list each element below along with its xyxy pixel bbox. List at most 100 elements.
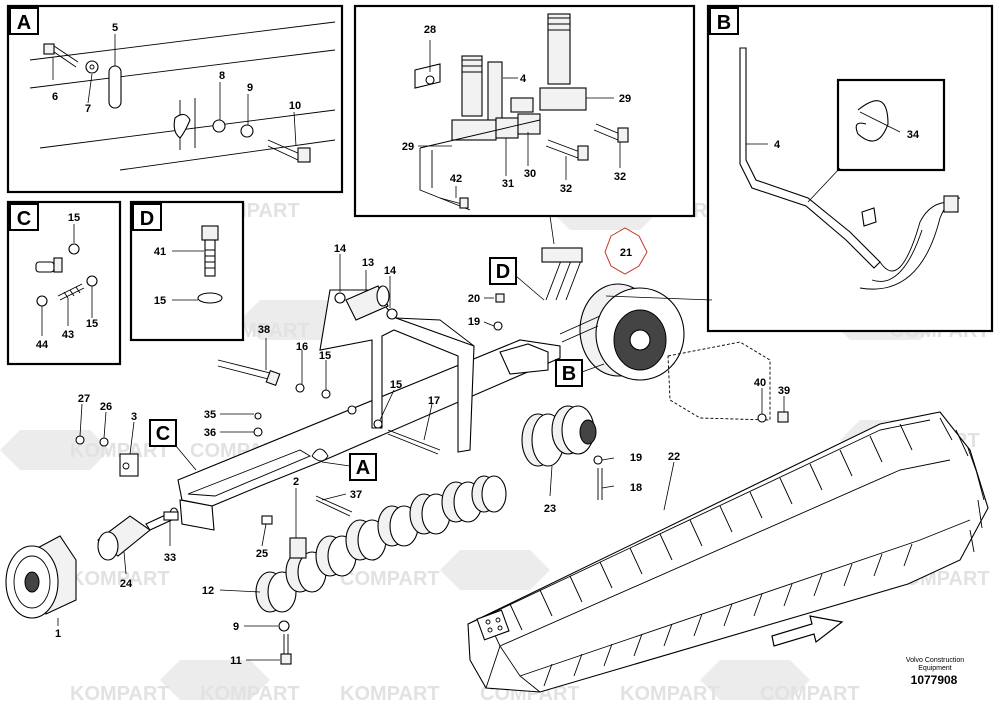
watermark-text: KOMPART (70, 440, 170, 462)
washer-44 (36, 295, 48, 307)
roller-guard-2 (289, 537, 307, 559)
callout-33: 33 (164, 552, 176, 564)
front-idler-1 (5, 535, 77, 619)
tag-a-box (349, 453, 377, 481)
callout-36: 36 (204, 427, 216, 439)
bolt-41 (201, 225, 219, 277)
callout-7: 7 (85, 103, 91, 115)
callout-29: 29 (619, 93, 631, 105)
detail-panel-b: B 4 34 (706, 4, 994, 333)
bolt-32-right (593, 123, 629, 143)
hose-pipe-left (461, 55, 483, 117)
watermark-row-6: KOMPART KOMPART KOMPART COMPART KOMPART … (70, 660, 860, 705)
bolt-32-center (545, 139, 589, 161)
callout-11: 11 (230, 655, 242, 667)
detail-b-inset-frame (836, 78, 946, 172)
bolt-17 (387, 429, 441, 455)
washer-15 (68, 243, 80, 255)
watermark-text: KOMPART (200, 683, 300, 705)
detail-d-tag: D (140, 208, 154, 230)
callout-4: 4 (520, 73, 527, 85)
tag-c: C (156, 423, 170, 445)
plate-3 (119, 453, 139, 477)
washer-9 (240, 124, 254, 138)
callout-15: 15 (390, 379, 402, 391)
cable-tie-34 (855, 100, 889, 142)
callout-27: 27 (78, 393, 90, 405)
bolt-42 (439, 197, 469, 209)
callout-20: 20 (468, 293, 480, 305)
callout-17: 17 (428, 395, 440, 407)
callout-30: 30 (524, 168, 536, 180)
callout-15: 15 (68, 212, 80, 224)
callout-18: 18 (630, 482, 642, 494)
callout-35: 35 (204, 409, 216, 421)
detail-c-tag: C (17, 208, 31, 230)
watermark-text: KOMPART (70, 683, 170, 705)
washer-15 (197, 292, 223, 304)
callout-25: 25 (256, 548, 268, 560)
detail-a-tag: A (17, 12, 31, 34)
callout-44: 44 (36, 339, 49, 351)
tag-d-box (489, 257, 517, 285)
tag-b-box (555, 359, 583, 387)
track-chain-22 (467, 411, 989, 693)
callout-9: 9 (247, 82, 253, 94)
callout-10: 10 (289, 100, 301, 112)
plate-5 (108, 65, 122, 109)
clamp-block (517, 113, 541, 135)
bolt-6 (43, 43, 79, 68)
washer-7 (85, 60, 99, 74)
detail-panel-a: A 6 7 5 8 9 10 (6, 4, 344, 194)
track-rollers-12 (255, 475, 507, 613)
callout-5: 5 (112, 22, 118, 34)
callout-12: 12 (202, 585, 214, 597)
bolt-10 (267, 139, 311, 163)
callout-28: 28 (424, 24, 436, 36)
bolt-37 (315, 495, 353, 517)
callout-40: 40 (754, 377, 766, 389)
credit-line-2: Equipment (918, 665, 952, 672)
clamp-block-top (510, 97, 534, 113)
tube-4 (487, 61, 503, 123)
callout-41: 41 (154, 246, 166, 258)
callout-16: 16 (296, 341, 308, 353)
callout-2: 2 (293, 476, 299, 488)
callout-32: 32 (614, 171, 626, 183)
callout-14: 14 (384, 265, 397, 277)
callout-4: 4 (774, 139, 781, 151)
callout-32: 32 (560, 183, 572, 195)
detail-c-tag-box (9, 203, 39, 231)
grease-rod-38 (217, 359, 275, 381)
tag-b: B (562, 363, 576, 385)
callout-8: 8 (219, 70, 225, 82)
main-undercarriage-assembly: 21 (5, 215, 789, 665)
tag-a: A (356, 457, 370, 479)
callout-19: 19 (630, 452, 642, 464)
track-outline (467, 411, 989, 693)
callout-23: 23 (544, 503, 556, 515)
callout-34: 34 (907, 129, 920, 141)
watermark-row-5: KOMPART COMPART COMPART (70, 550, 990, 590)
detail-panel-c: C 15 15 43 44 (6, 200, 122, 366)
callout-22: 22 (668, 451, 680, 463)
detail-d-tag-box (132, 203, 162, 231)
detail-panel-d: D 41 15 (129, 200, 245, 342)
hydraulic-lines (545, 257, 583, 301)
tag-c-box (149, 419, 177, 447)
callout-19: 19 (468, 316, 480, 328)
small-bracket (861, 207, 877, 227)
detail-panel-hose-clamps: 28 4 29 29 31 30 32 32 42 (353, 4, 696, 218)
watermark-text: COMPART (760, 683, 860, 705)
clamp-29-right (539, 87, 587, 111)
callout-21-highlight (604, 227, 648, 275)
callout-24: 24 (120, 578, 133, 590)
callout-39: 39 (778, 385, 790, 397)
callout-26: 26 (100, 401, 112, 413)
tag-d: D (496, 261, 510, 283)
credit-line-1: Volvo Construction (906, 657, 964, 664)
spring-43 (57, 283, 85, 301)
washer-15 (86, 275, 98, 287)
chain-link (311, 448, 329, 462)
watermark-text: KOMPART (70, 568, 170, 590)
